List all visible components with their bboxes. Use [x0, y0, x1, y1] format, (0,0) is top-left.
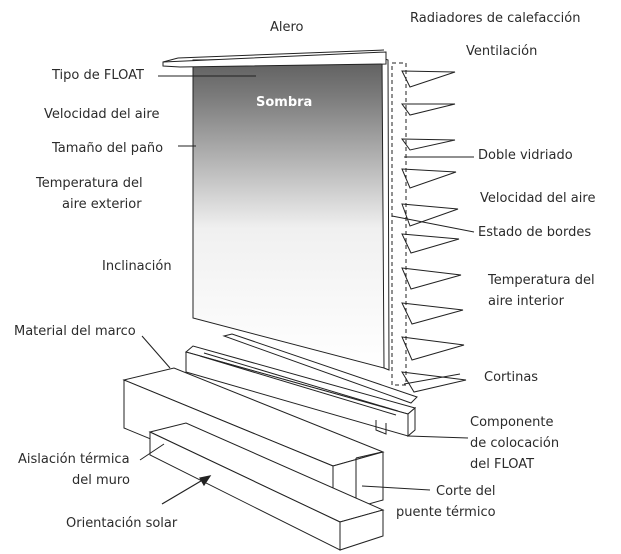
label-componente-3: del FLOAT — [470, 457, 535, 472]
eave — [162, 51, 387, 68]
label-material-marco: Material del marco — [14, 324, 136, 339]
label-ventilacion: Ventilación — [466, 44, 538, 59]
label-estado-bordes: Estado de bordes — [478, 225, 592, 240]
label-orientacion: Orientación solar — [66, 516, 178, 531]
label-cortinas: Cortinas — [484, 370, 539, 385]
label-componente-2: de colocación — [470, 436, 560, 451]
label-componente-1: Componente — [470, 415, 554, 430]
leader-lines — [139, 75, 475, 491]
label-temp-int-2: aire interior — [488, 294, 564, 309]
label-velocidad-aire-ext: Velocidad del aire — [44, 107, 160, 122]
label-velocidad-aire-int: Velocidad del aire — [480, 191, 596, 206]
label-aislacion-2: del muro — [72, 473, 130, 488]
blinds — [401, 70, 467, 393]
label-corte-2: puente térmico — [396, 505, 496, 520]
label-temp-ext-2: aire exterior — [62, 197, 142, 212]
wall-block-lower — [148, 422, 385, 551]
label-inclinacion: Inclinación — [102, 259, 172, 274]
label-radiadores: Radiadores de calefacción — [410, 11, 581, 26]
label-temp-int-1: Temperatura del — [488, 273, 595, 288]
label-doble-vidriado: Doble vidriado — [478, 148, 573, 163]
label-corte-1: Corte del — [436, 484, 496, 499]
label-tamano-pano: Tamaño del paño — [52, 141, 164, 156]
label-aislacion-1: Aislación térmica — [18, 452, 130, 467]
label-alero: Alero — [270, 20, 304, 35]
solar-arrow — [161, 475, 212, 505]
label-tipo-float: Tipo de FLOAT — [52, 68, 144, 83]
double-glazing-dashed — [391, 62, 407, 386]
label-temp-ext-1: Temperatura del — [36, 176, 143, 191]
shade-label: Sombra — [256, 95, 313, 110]
